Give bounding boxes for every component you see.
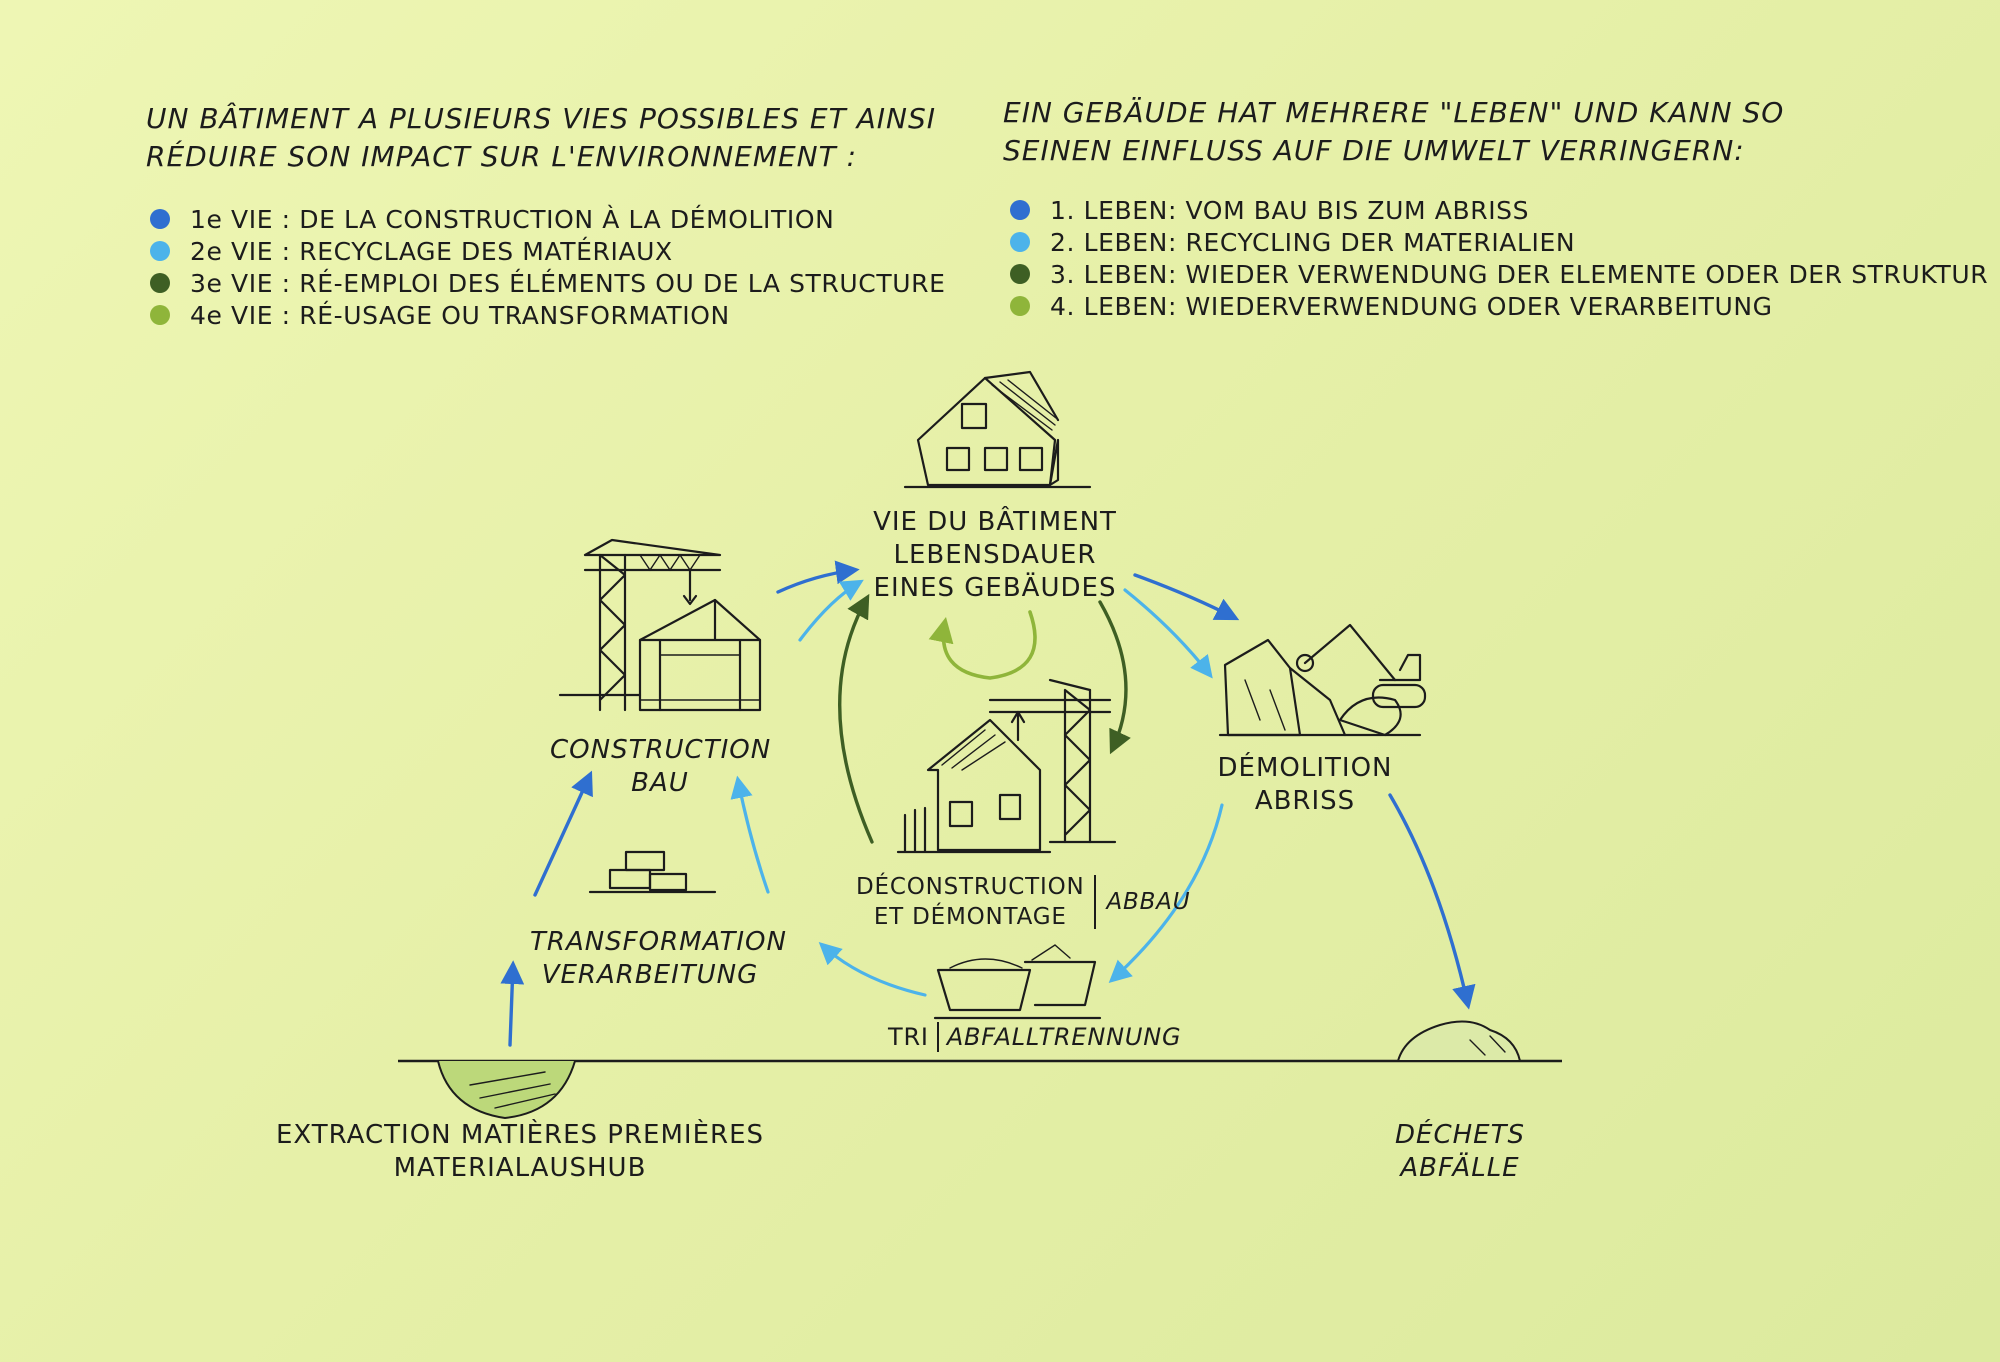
- arrow-transformation-to-construction: [533, 770, 593, 897]
- legend-item: 4. LEBEN: WIEDERVERWENDUNG ODER VERARBEI…: [1010, 290, 1988, 322]
- life-4-dot: [1010, 296, 1030, 316]
- building-life-label: VIE DU BÂTIMENT LEBENSDAUER EINES GEBÄUD…: [873, 507, 1117, 603]
- waste-heap-icon: [1396, 1020, 1522, 1062]
- arrow-construction-to-building-life: [776, 560, 860, 594]
- legend-item: 3. LEBEN: WIEDER VERWENDUNG DER ELEMENTE…: [1010, 258, 1988, 290]
- house-icon: [903, 370, 1092, 489]
- arrow-building-life-to-demolition: [1133, 573, 1240, 621]
- deconstruction-crane-icon: [988, 678, 1117, 844]
- life-1-dot: [150, 209, 170, 229]
- transformation-label: TRANSFORMATION VERARBEITUNG: [530, 927, 787, 990]
- arrow-transformation-to-construction-2: [730, 775, 770, 894]
- sorting-label: TRI ABFALLTRENNUNG: [888, 1022, 1182, 1052]
- label-divider: [1094, 875, 1097, 929]
- life-3-dot: [1010, 264, 1030, 284]
- intro-text-fr: UN BÂTIMENT A PLUSIEURS VIES POSSIBLES E…: [146, 102, 936, 173]
- arrow-construction-to-building-life-2: [798, 579, 864, 642]
- deconstruction-label: DÉCONSTRUCTION ET DÉMONTAGE ABBAU: [856, 874, 1191, 930]
- legend-item: 4e VIE : RÉ-USAGE OU TRANSFORMATION: [150, 299, 946, 331]
- arrow-extraction-to-transformation: [500, 960, 525, 1047]
- life-2-dot: [1010, 232, 1030, 252]
- excavator-icon: [1218, 623, 1427, 737]
- legend-item: 2. LEBEN: RECYCLING DER MATERIALIEN: [1010, 226, 1988, 258]
- legend-de: 1. LEBEN: VOM BAU BIS ZUM ABRISS 2. LEBE…: [1010, 194, 1988, 322]
- arrow-demolition-to-sorting: [1108, 803, 1224, 984]
- arrow-sorting-to-transformation: [818, 941, 927, 997]
- arrow-deconstruction-to-building-life: [838, 593, 874, 844]
- label-divider: [936, 1022, 939, 1052]
- legend-item: 3e VIE : RÉ-EMPLOI DES ÉLÉMENTS OU DE LA…: [150, 267, 946, 299]
- demolition-label: DÉMOLITION ABRISS: [1217, 753, 1393, 816]
- arrow-building-life-loop: [928, 610, 1037, 680]
- building-frame-icon: [638, 598, 762, 712]
- arrow-building-life-to-deconstruction: [1098, 600, 1131, 755]
- demolition-icon: [1223, 638, 1402, 737]
- life-2-dot: [150, 241, 170, 261]
- waste-skips-icon: [933, 944, 1102, 1020]
- legend-item: 1e VIE : DE LA CONSTRUCTION À LA DÉMOLIT…: [150, 203, 946, 235]
- bricks-icon: [588, 850, 717, 894]
- construction-crane-icon: [558, 538, 722, 712]
- legend-fr: 1e VIE : DE LA CONSTRUCTION À LA DÉMOLIT…: [150, 203, 946, 331]
- extraction-label: EXTRACTION MATIÈRES PREMIÈRES MATERIALAU…: [275, 1120, 765, 1183]
- life-4-dot: [150, 305, 170, 325]
- extraction-pit-icon: [437, 1060, 576, 1120]
- arrow-building-life-to-demolition-2: [1123, 588, 1213, 679]
- intro-text-de: EIN GEBÄUDE HAT MEHRERE "LEBEN" UND KANN…: [1003, 96, 1785, 167]
- arrow-demolition-to-waste: [1388, 793, 1476, 1010]
- legend-item: 1. LEBEN: VOM BAU BIS ZUM ABRISS: [1010, 194, 1988, 226]
- construction-label: CONSTRUCTION BAU: [550, 735, 772, 798]
- legend-item: 2e VIE : RECYCLAGE DES MATÉRIAUX: [150, 235, 946, 267]
- waste-label: DÉCHETS ABFÄLLE: [1395, 1120, 1525, 1183]
- life-3-dot: [150, 273, 170, 293]
- life-1-dot: [1010, 200, 1030, 220]
- deconstruction-house-icon: [896, 718, 1052, 854]
